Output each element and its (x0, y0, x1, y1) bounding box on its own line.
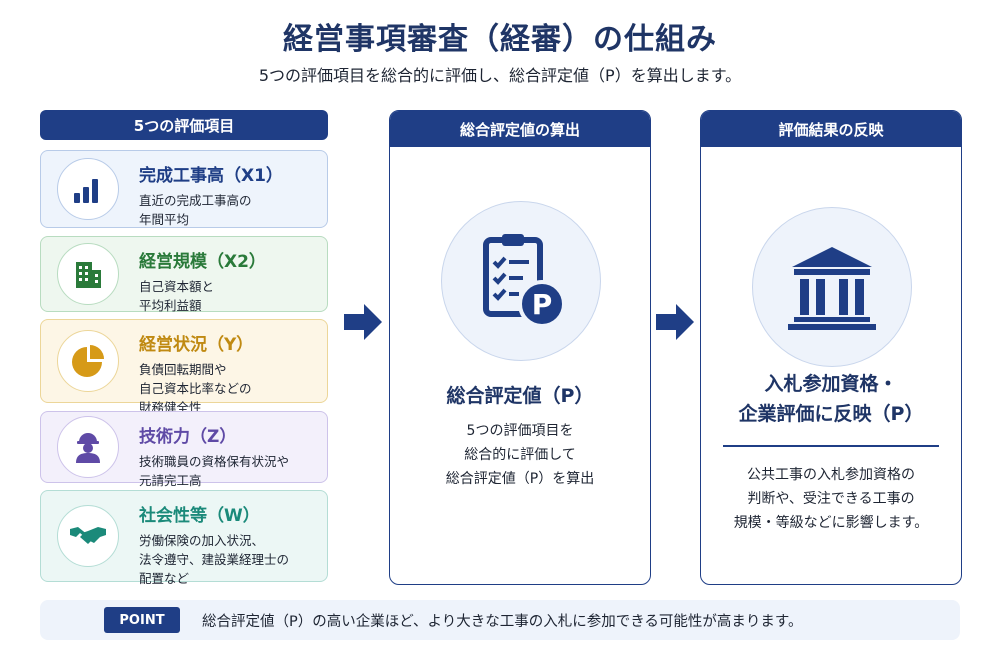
item-desc-line: 法令遵守、建設業経理士の (139, 552, 290, 567)
item-desc-line: 技術職員の資格保有状況や (139, 454, 290, 469)
item-completed-works: 完成工事高（X1） 直近の完成工事高の年間平均 (40, 150, 328, 228)
divider (723, 445, 939, 447)
evaluation-items-header: 5つの評価項目 (40, 110, 328, 140)
arrow-right-icon (344, 304, 382, 340)
point-badge: POINT (104, 607, 180, 633)
p-letter: P (532, 288, 553, 321)
result-desc-line: 判断や、受注できる工事の (747, 491, 915, 507)
panel-header: 評価結果の反映 (701, 111, 961, 147)
item-desc-line: 元請完工高 (139, 473, 202, 488)
page-title: 経営事項審査（経審）の仕組み (283, 22, 717, 57)
total-score-heading: 総合評定値（P） (446, 385, 594, 407)
item-business-condition: 経営状況（Y） 負債回転期間や自己資本比率などの財務健全性 (40, 319, 328, 415)
item-business-scale: 経営規模（X2） 自己資本額と平均利益額 (40, 236, 328, 313)
item-name: 経営状況（Y） (139, 335, 254, 355)
calc-desc-line: 総合評定値（P）を算出 (445, 471, 595, 487)
pie-chart-icon (57, 330, 119, 392)
bar-chart-icon (57, 158, 119, 220)
result-desc-line: 公共工事の入札参加資格の (747, 467, 915, 483)
item-desc-line: 負債回転期間や (139, 362, 227, 377)
result-desc-line: 規模・等級などに影響します。 (733, 515, 929, 531)
item-desc-line: 年間平均 (139, 212, 190, 227)
building-icon (57, 243, 119, 305)
panel-header: 総合評定値の算出 (390, 111, 650, 147)
item-name: 完成工事高（X1） (139, 166, 283, 186)
calc-desc-line: 総合的に評価して (464, 447, 576, 463)
clipboard-p-icon: P (441, 201, 601, 361)
item-desc-line: 直近の完成工事高の (139, 193, 252, 208)
item-name: 社会性等（W） (139, 506, 260, 526)
item-technical-ability: 技術力（Z） 技術職員の資格保有状況や元請完工高 (40, 411, 328, 488)
worker-icon (57, 416, 119, 478)
result-heading-line: 入札参加資格・ (764, 373, 898, 395)
item-desc-line: 配置など (139, 571, 190, 586)
page-subtitle: 5つの評価項目を総合的に評価し、総合評定値（P）を算出します。 (258, 66, 742, 85)
point-note: POINT 総合評定値（P）の高い企業ほど、より大きな工事の入札に参加できる可能… (40, 600, 960, 640)
arrow-right-icon (656, 304, 694, 340)
calc-desc-line: 5つの評価項目を (466, 423, 574, 439)
item-desc-line: 自己資本比率などの (139, 381, 252, 396)
point-text: 総合評定値（P）の高い企業ほど、より大きな工事の入札に参加できる可能性が高まりま… (202, 613, 803, 630)
item-desc-line: 自己資本額と (139, 279, 215, 294)
institution-icon (752, 207, 912, 367)
calculation-panel: 総合評定値の算出 P 総合評定値（P） 5つの評価項目を 総合的に評価して 総合… (389, 110, 651, 585)
item-desc-line: 平均利益額 (139, 298, 202, 313)
item-desc-line: 労働保険の加入状況、 (139, 533, 265, 548)
result-panel: 評価結果の反映 入札参加資格・ 企業評価に反映（P） 公共工事の入札参加資格の … (700, 110, 962, 585)
item-name: 経営規模（X2） (139, 252, 266, 272)
item-social-factors: 社会性等（W） 労働保険の加入状況、法令遵守、建設業経理士の配置など (40, 490, 328, 586)
item-name: 技術力（Z） (139, 427, 237, 447)
result-heading-line: 企業評価に反映（P） (738, 403, 924, 425)
handshake-icon (57, 505, 119, 567)
